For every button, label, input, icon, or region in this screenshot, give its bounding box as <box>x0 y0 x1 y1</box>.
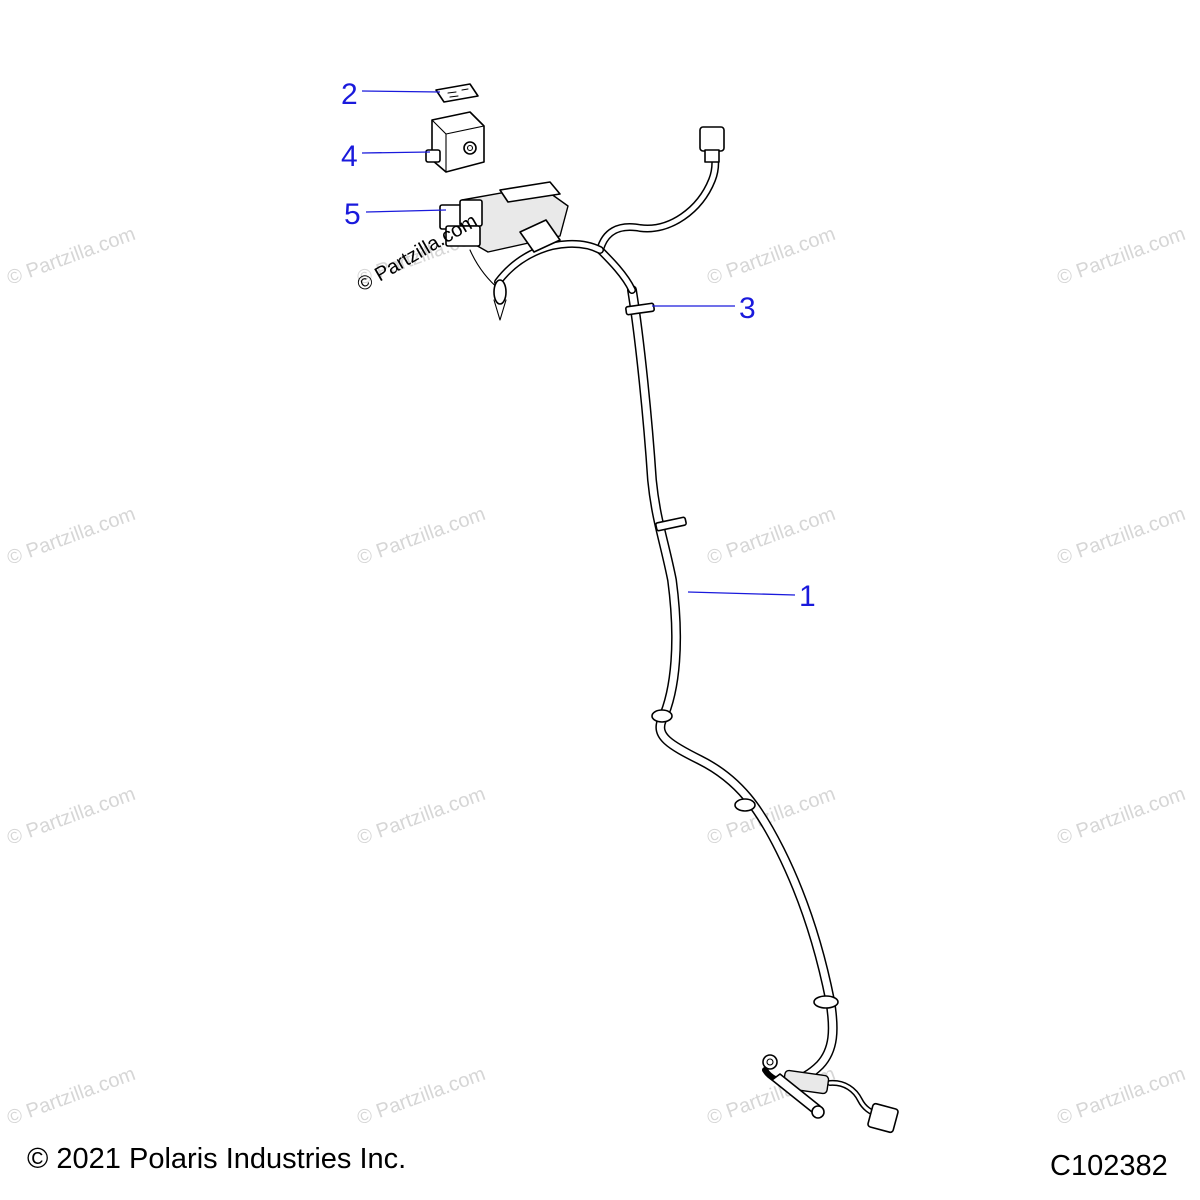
watermark-tile: © Partzilla.com <box>704 223 838 290</box>
leader-line-5 <box>365 209 447 213</box>
leader-lines <box>361 90 796 596</box>
leader-line-2 <box>361 90 441 93</box>
callout-4: 4 <box>341 140 358 173</box>
cable-ties <box>625 302 839 1009</box>
callout-3: 3 <box>739 292 756 325</box>
callout-1: 1 <box>799 580 816 613</box>
watermark-tile: © Partzilla.com <box>4 783 138 850</box>
watermark-tile: © Partzilla.com <box>1054 503 1188 570</box>
watermark-tile: © Partzilla.com <box>4 503 138 570</box>
relay-fuse-block <box>439 181 569 321</box>
watermark-layer: © Partzilla.com © Partzilla.com © Partzill… <box>4 223 1188 1130</box>
leader-line-1 <box>687 591 796 596</box>
watermark-tile: © Partzilla.com <box>4 223 138 290</box>
leader-line-4 <box>361 151 431 154</box>
cable-tie <box>813 995 839 1009</box>
callout-5: 5 <box>344 198 361 231</box>
drawing-id: C102382 <box>1050 1150 1168 1182</box>
watermark-tile: © Partzilla.com <box>1054 783 1188 850</box>
watermark-tile: © Partzilla.com <box>4 1063 138 1130</box>
watermark-tile: © Partzilla.com <box>354 503 488 570</box>
cable-tie <box>625 302 655 316</box>
cable-tie <box>651 709 673 723</box>
wiring-harness <box>494 126 899 1134</box>
callout-2: 2 <box>341 78 358 111</box>
copyright-notice: © 2021 Polaris Industries Inc. <box>27 1143 407 1175</box>
label-decal <box>435 83 479 103</box>
watermark-tile: © Partzilla.com <box>1054 223 1188 290</box>
watermark-tile: © Partzilla.com <box>1054 1063 1188 1130</box>
fuse-box-cover <box>425 111 485 173</box>
watermark-tile: © Partzilla.com <box>354 1063 488 1130</box>
cable-tie <box>734 798 756 812</box>
cable-tie <box>655 516 687 532</box>
watermark-tile: © Partzilla.com <box>704 503 838 570</box>
watermark-tile: © Partzilla.com <box>354 783 488 850</box>
